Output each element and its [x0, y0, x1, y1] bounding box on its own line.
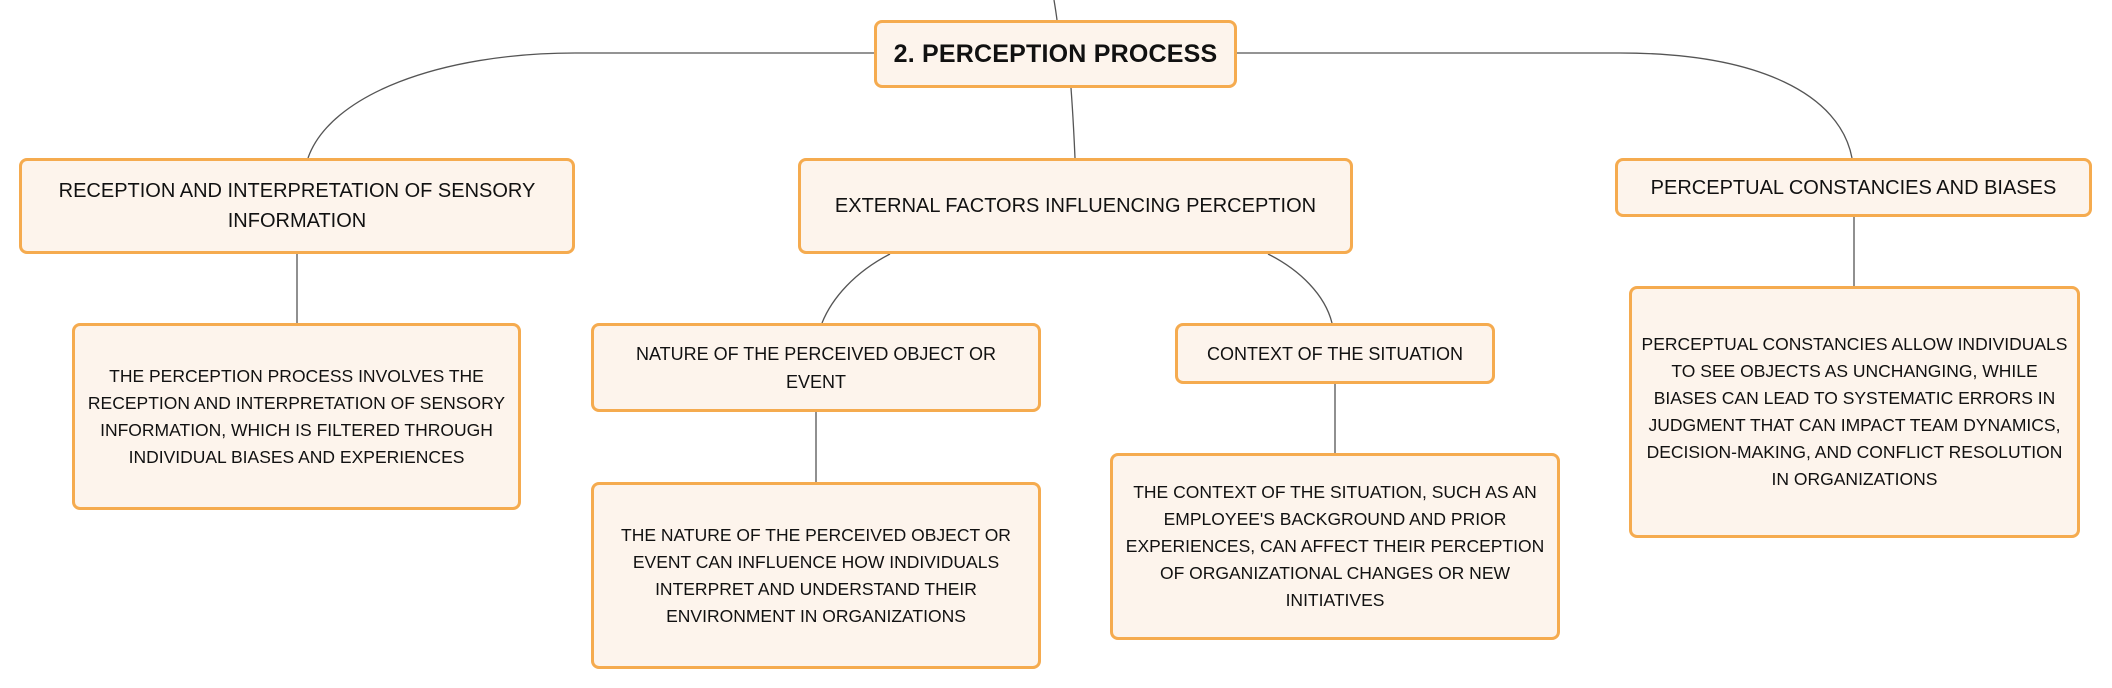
description-text: THE PERCEPTION PROCESS INVOLVES THE RECE…	[87, 365, 506, 467]
topic-node-label: RECEPTION AND INTERPRETATION OF SENSORY …	[58, 180, 536, 232]
subtopic-node-context-of-situation[interactable]: CONTEXT OF THE SITUATION	[1175, 323, 1495, 384]
root-node-perception-process[interactable]: 2. PERCEPTION PROCESS	[874, 20, 1237, 88]
description-node-context[interactable]: THE CONTEXT OF THE SITUATION, SUCH AS AN…	[1110, 453, 1560, 640]
description-text: PERCEPTUAL CONSTANCIES ALLOW INDIVIDUALS…	[1641, 334, 2068, 489]
subtopic-node-label: CONTEXT OF THE SITUATION	[1206, 343, 1464, 364]
connector-root-to-reception	[307, 52, 874, 159]
topic-node-reception-interpretation[interactable]: RECEPTION AND INTERPRETATION OF SENSORY …	[19, 158, 575, 254]
connector-root-to-external	[1070, 87, 1076, 159]
connector-root-to-constancies	[1237, 52, 1853, 159]
connector-root-incoming	[1053, 0, 1058, 21]
subtopic-node-label: NATURE OF THE PERCEIVED OBJECT OR EVENT	[635, 343, 997, 392]
topic-node-label: EXTERNAL FACTORS INFLUENCING PERCEPTION	[834, 195, 1317, 217]
description-node-constancies[interactable]: PERCEPTUAL CONSTANCIES ALLOW INDIVIDUALS…	[1629, 286, 2080, 538]
topic-node-constancies-biases[interactable]: PERCEPTUAL CONSTANCIES AND BIASES	[1615, 158, 2092, 217]
description-node-reception[interactable]: THE PERCEPTION PROCESS INVOLVES THE RECE…	[72, 323, 521, 510]
description-node-nature[interactable]: THE NATURE OF THE PERCEIVED OBJECT OR EV…	[591, 482, 1041, 669]
root-node-label: 2. PERCEPTION PROCESS	[893, 39, 1218, 68]
connector-external-to-nature	[821, 253, 891, 324]
topic-node-external-factors[interactable]: EXTERNAL FACTORS INFLUENCING PERCEPTION	[798, 158, 1353, 254]
connector-external-to-context	[1267, 253, 1333, 324]
topic-node-label: PERCEPTUAL CONSTANCIES AND BIASES	[1650, 176, 2057, 199]
subtopic-node-nature-of-object[interactable]: NATURE OF THE PERCEIVED OBJECT OR EVENT	[591, 323, 1041, 412]
description-text: THE NATURE OF THE PERCEIVED OBJECT OR EV…	[621, 524, 1011, 626]
description-text: THE CONTEXT OF THE SITUATION, SUCH AS AN…	[1125, 482, 1545, 610]
